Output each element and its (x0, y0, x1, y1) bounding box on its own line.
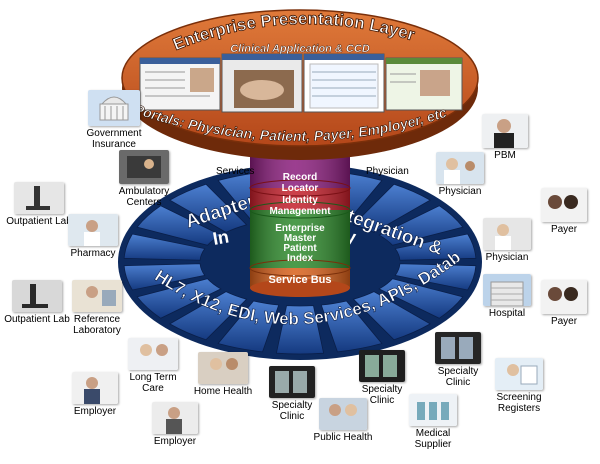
node-pbm: PBM (474, 114, 536, 161)
node-specialty-clinic-2: Specialty Clinic (352, 350, 412, 406)
node-ambulatory-centers: Ambulatory Centers (108, 150, 180, 208)
cylinder-services: Services (216, 166, 254, 177)
node-label: Specialty Clinic (271, 400, 313, 422)
xray-photo-icon (435, 332, 481, 364)
cylinder-service-bus: Service Bus (269, 274, 332, 286)
adapter-disc-segment (169, 183, 248, 233)
screening-photo-icon (495, 358, 543, 390)
public-health-photo-icon (319, 398, 367, 430)
node-label: Specialty Clinic (437, 366, 479, 388)
node-label: Specialty Clinic (361, 384, 403, 406)
adapter-disc-segment (217, 300, 280, 353)
node-label: Ambulatory Centers (118, 186, 170, 208)
physician-photo-icon (436, 152, 484, 184)
node-pharmacy: Pharmacy (60, 214, 126, 259)
government-building-icon (88, 90, 140, 126)
node-label: PBM (494, 150, 516, 161)
node-employer-bottom: Employer (144, 402, 206, 447)
node-label: Long Term Care (129, 372, 177, 394)
adapter-disc-segment (275, 305, 325, 355)
payer-photo-icon (541, 280, 587, 314)
adapter-disc-segment (136, 205, 222, 246)
node-physician-right: Physician (476, 218, 538, 263)
pharmacy-photo-icon (68, 214, 118, 246)
node-label: Payer (550, 316, 578, 327)
physician-photo-icon (483, 218, 531, 250)
medical-supplies-photo-icon (409, 394, 457, 426)
microscope-photo-icon (12, 280, 62, 312)
node-label: Home Health (193, 386, 253, 397)
adapter-disc-segment (394, 233, 477, 261)
node-label: Public Health (313, 432, 373, 443)
node-specialty-clinic-3: Specialty Clinic (428, 332, 488, 388)
node-payer-bottom: Payer (536, 280, 592, 327)
node-label: Payer (550, 224, 578, 235)
node-label: Outpatient Lab (4, 314, 70, 325)
screenshot-panel (303, 53, 385, 113)
node-label: Outpatient Lab (6, 216, 72, 227)
node-payer-top: Payer (536, 188, 592, 235)
node-specialty-clinic-1: Specialty Clinic (262, 366, 322, 422)
adapter-disc-segment (123, 263, 206, 291)
presentation-layer-subtitle: Clinical Application & CCD (230, 43, 370, 55)
node-employer-left: Employer (64, 372, 126, 417)
node-label: Hospital (488, 308, 526, 319)
node-label: Reference Laboratory (73, 314, 121, 336)
node-public-health: Public Health (312, 398, 374, 443)
payer-photo-icon (541, 188, 587, 222)
node-reference-laboratory: Reference Laboratory (62, 280, 132, 336)
employer-photo-icon (152, 402, 198, 434)
laboratory-photo-icon (72, 280, 122, 312)
node-hospital: Hospital (476, 274, 538, 319)
adapter-disc-segment (378, 278, 464, 319)
xray-photo-icon (269, 366, 315, 398)
node-label: Physician (485, 252, 529, 263)
screenshot-panel (221, 53, 303, 113)
adapter-label-under-left: In (211, 226, 230, 248)
adapter-disc-segment (320, 300, 383, 353)
node-government-insurance: Government Insurance (78, 90, 150, 150)
adapter-disc-segment (169, 291, 248, 341)
pbm-photo-icon (482, 114, 528, 148)
home-health-photo-icon (198, 352, 248, 384)
long-term-care-photo-icon (128, 338, 178, 370)
application-screenshots (139, 53, 463, 113)
node-medical-supplier: Medical Supplier (402, 394, 464, 450)
xray-photo-icon (359, 350, 405, 382)
adapter-disc (118, 164, 482, 360)
adapter-disc-segment (394, 263, 477, 291)
node-screening-registers: Screening Registers (486, 358, 552, 414)
adapter-disc-segment (123, 233, 206, 261)
node-label: Government Insurance (86, 128, 142, 150)
screenshot-panel (139, 57, 221, 111)
microscope-photo-icon (14, 182, 64, 214)
node-label: Medical Supplier (414, 428, 452, 450)
node-outpatient-lab-bottom: Outpatient Lab (4, 280, 70, 325)
node-label: Employer (153, 436, 197, 447)
node-physician-top: Physician (428, 152, 492, 197)
adapter-disc-segment (136, 278, 222, 319)
node-label: Screening Registers (496, 392, 542, 414)
cylinder-physician-center: Physician (366, 166, 409, 177)
hospital-building-icon (483, 274, 531, 306)
adapter-disc-segment (378, 205, 464, 246)
ambulatory-photo-icon (119, 150, 169, 184)
node-home-health: Home Health (192, 352, 254, 397)
screenshot-panel (385, 57, 463, 111)
node-label: Physician (438, 186, 482, 197)
node-label: Employer (73, 406, 117, 417)
node-outpatient-lab-top: Outpatient Lab (6, 182, 72, 227)
adapter-disc-segment (352, 183, 431, 233)
employer-photo-icon (72, 372, 118, 404)
node-long-term-care: Long Term Care (120, 338, 186, 394)
node-label: Pharmacy (70, 248, 116, 259)
adapter-disc-segment (352, 291, 431, 341)
